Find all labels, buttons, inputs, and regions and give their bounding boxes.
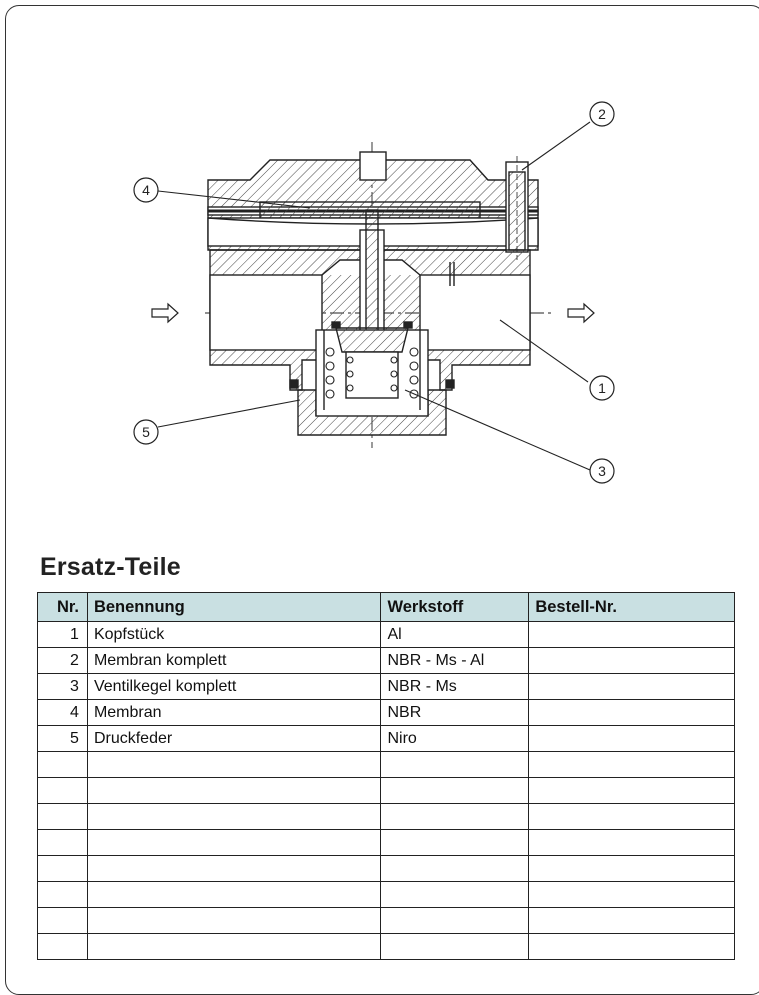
cell-name bbox=[86, 855, 382, 882]
cell-material bbox=[380, 829, 530, 856]
cell-material bbox=[380, 803, 530, 830]
callout-4 bbox=[133, 177, 159, 203]
section-title: Ersatz-Teile bbox=[40, 553, 181, 581]
cell-name: Ventilkegel komplett bbox=[86, 673, 382, 700]
cell-nr: 2 bbox=[37, 647, 88, 674]
callout-label: 2 bbox=[598, 106, 606, 122]
header-nr: Nr. bbox=[37, 592, 88, 622]
cell-material: NBR bbox=[380, 699, 530, 726]
cell-nr: 5 bbox=[37, 725, 88, 752]
cell-nr bbox=[37, 855, 88, 882]
cell-nr bbox=[37, 933, 88, 960]
cell-name bbox=[86, 777, 382, 804]
table-row bbox=[37, 751, 735, 778]
cell-nr bbox=[37, 777, 88, 804]
cell-name bbox=[86, 829, 382, 856]
table-row bbox=[37, 803, 735, 830]
cell-order-number bbox=[528, 829, 735, 856]
arrow-right-outline-icon bbox=[567, 302, 595, 324]
table-row bbox=[37, 933, 735, 960]
cell-order-number bbox=[528, 751, 735, 778]
cell-name: Membran komplett bbox=[86, 647, 382, 674]
callout-3 bbox=[589, 458, 615, 484]
callout-5 bbox=[133, 419, 159, 445]
cell-order-number bbox=[528, 933, 735, 960]
cell-material: NBR - Ms - Al bbox=[380, 647, 530, 674]
cell-order-number bbox=[528, 621, 735, 648]
valve-cross-section-drawing: 4 2 1 3 5 bbox=[133, 101, 615, 484]
cell-nr bbox=[37, 751, 88, 778]
callout-label: 3 bbox=[598, 463, 606, 479]
cell-order-number bbox=[528, 673, 735, 700]
cell-material bbox=[380, 751, 530, 778]
cell-order-number bbox=[528, 803, 735, 830]
header-order-number: Bestell-Nr. bbox=[528, 592, 735, 622]
cell-order-number bbox=[528, 725, 735, 752]
cell-material bbox=[380, 907, 530, 934]
arrow-right-outline-icon bbox=[151, 302, 179, 324]
cell-nr: 4 bbox=[37, 699, 88, 726]
callout-2 bbox=[589, 101, 615, 127]
cell-name bbox=[86, 751, 382, 778]
cell-order-number bbox=[528, 881, 735, 908]
cell-name: Membran bbox=[86, 699, 382, 726]
cell-material bbox=[380, 881, 530, 908]
table-row bbox=[37, 907, 735, 934]
cell-name bbox=[86, 803, 382, 830]
cell-name: Druckfeder bbox=[86, 725, 382, 752]
cell-order-number bbox=[528, 777, 735, 804]
cell-order-number bbox=[528, 647, 735, 674]
cell-name: Kopfstück bbox=[86, 621, 382, 648]
cell-nr: 1 bbox=[37, 621, 88, 648]
cell-order-number bbox=[528, 855, 735, 882]
cell-material: Niro bbox=[380, 725, 530, 752]
cell-material bbox=[380, 855, 530, 882]
cell-nr bbox=[37, 829, 88, 856]
table-row bbox=[37, 881, 735, 908]
header-name: Benennung bbox=[86, 592, 382, 622]
header-material: Werkstoff bbox=[380, 592, 530, 622]
cell-nr bbox=[37, 907, 88, 934]
cell-order-number bbox=[528, 907, 735, 934]
callout-label: 1 bbox=[598, 380, 606, 396]
cell-material bbox=[380, 933, 530, 960]
cell-material: Al bbox=[380, 621, 530, 648]
callout-label: 4 bbox=[142, 182, 150, 198]
cell-name bbox=[86, 881, 382, 908]
callout-label: 5 bbox=[142, 424, 150, 440]
table-header-row: Nr. Benennung Werkstoff Bestell-Nr. bbox=[37, 592, 735, 622]
cell-nr bbox=[37, 881, 88, 908]
cell-name bbox=[86, 933, 382, 960]
cell-material bbox=[380, 777, 530, 804]
cell-material: NBR - Ms bbox=[380, 673, 530, 700]
table-row bbox=[37, 829, 735, 856]
cell-nr bbox=[37, 803, 88, 830]
cell-nr: 3 bbox=[37, 673, 88, 700]
table-row bbox=[37, 777, 735, 804]
cell-name bbox=[86, 907, 382, 934]
callout-1 bbox=[589, 375, 615, 401]
cell-order-number bbox=[528, 699, 735, 726]
table-row bbox=[37, 855, 735, 882]
